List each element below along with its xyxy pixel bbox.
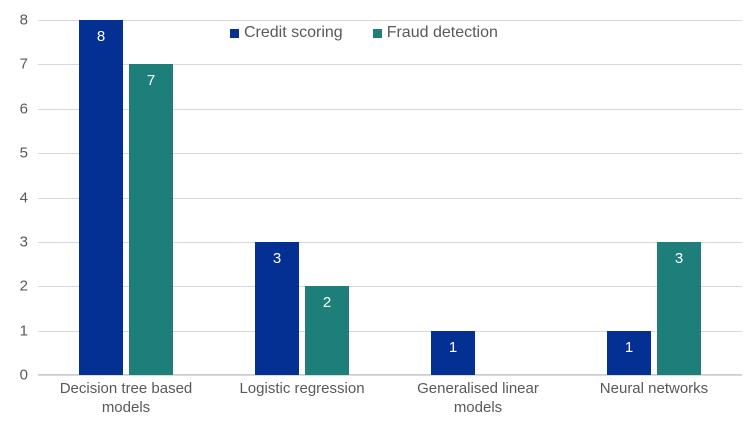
chart-legend: Credit scoring Fraud detection	[230, 22, 498, 44]
bar[interactable]: 3	[657, 242, 701, 375]
y-axis: 0 1 2 3 4 5 6 7 8	[0, 0, 38, 434]
zero-axis-line	[38, 374, 742, 375]
y-axis-tick-label: 5	[19, 144, 28, 162]
gridline	[38, 153, 742, 154]
bar-value-label: 2	[322, 294, 332, 311]
plot-area: 8 7 3 2 1 1 3	[38, 20, 742, 376]
y-axis-tick-label: 0	[19, 366, 28, 384]
bar[interactable]: 8	[79, 20, 123, 375]
gridline	[38, 331, 742, 332]
y-axis-tick-label: 3	[19, 233, 28, 251]
gridline	[38, 20, 742, 21]
x-axis-category-label: Neural networks	[599, 380, 709, 397]
y-axis-tick-label: 4	[19, 189, 28, 206]
bar-value-label: 3	[272, 250, 282, 267]
legend-label: Fraud detection	[386, 24, 498, 41]
y-axis-tick-label: 6	[19, 100, 28, 118]
bar[interactable]: 3	[255, 242, 299, 375]
x-axis-category-label: Generalised linear models	[417, 380, 539, 416]
gridline	[38, 198, 742, 199]
legend-color-swatch	[372, 28, 382, 38]
legend-item[interactable]: Credit scoring	[230, 25, 343, 41]
gridline	[38, 242, 742, 243]
y-axis-tick-label: 1	[19, 322, 28, 340]
bar[interactable]: 7	[129, 64, 173, 375]
y-axis-tick-label: 2	[19, 277, 28, 295]
y-axis-tick-label: 8	[19, 11, 28, 29]
bar[interactable]: 2	[305, 286, 349, 375]
x-axis: Decision tree based models Logistic regre…	[38, 379, 742, 434]
x-axis-category-label: Decision tree based models	[59, 380, 193, 416]
legend-item[interactable]: Fraud detection	[372, 24, 498, 41]
y-axis-tick-label: 7	[19, 55, 28, 73]
bar-value-label: 1	[448, 339, 458, 356]
x-axis-category-label: Logistic regression	[239, 380, 365, 397]
bar-value-label: 3	[674, 250, 684, 267]
legend-label: Credit scoring	[244, 24, 343, 41]
gridline	[38, 286, 742, 287]
bar-value-label: 1	[624, 339, 634, 356]
gridline	[38, 64, 742, 65]
legend-color-swatch	[230, 28, 239, 38]
bar-value-label: 8	[96, 28, 106, 45]
gridline	[38, 375, 742, 376]
bar-value-label: 7	[146, 72, 156, 89]
gridline	[38, 109, 742, 110]
bar[interactable]: 1	[431, 331, 475, 375]
bar[interactable]: 1	[607, 331, 651, 375]
